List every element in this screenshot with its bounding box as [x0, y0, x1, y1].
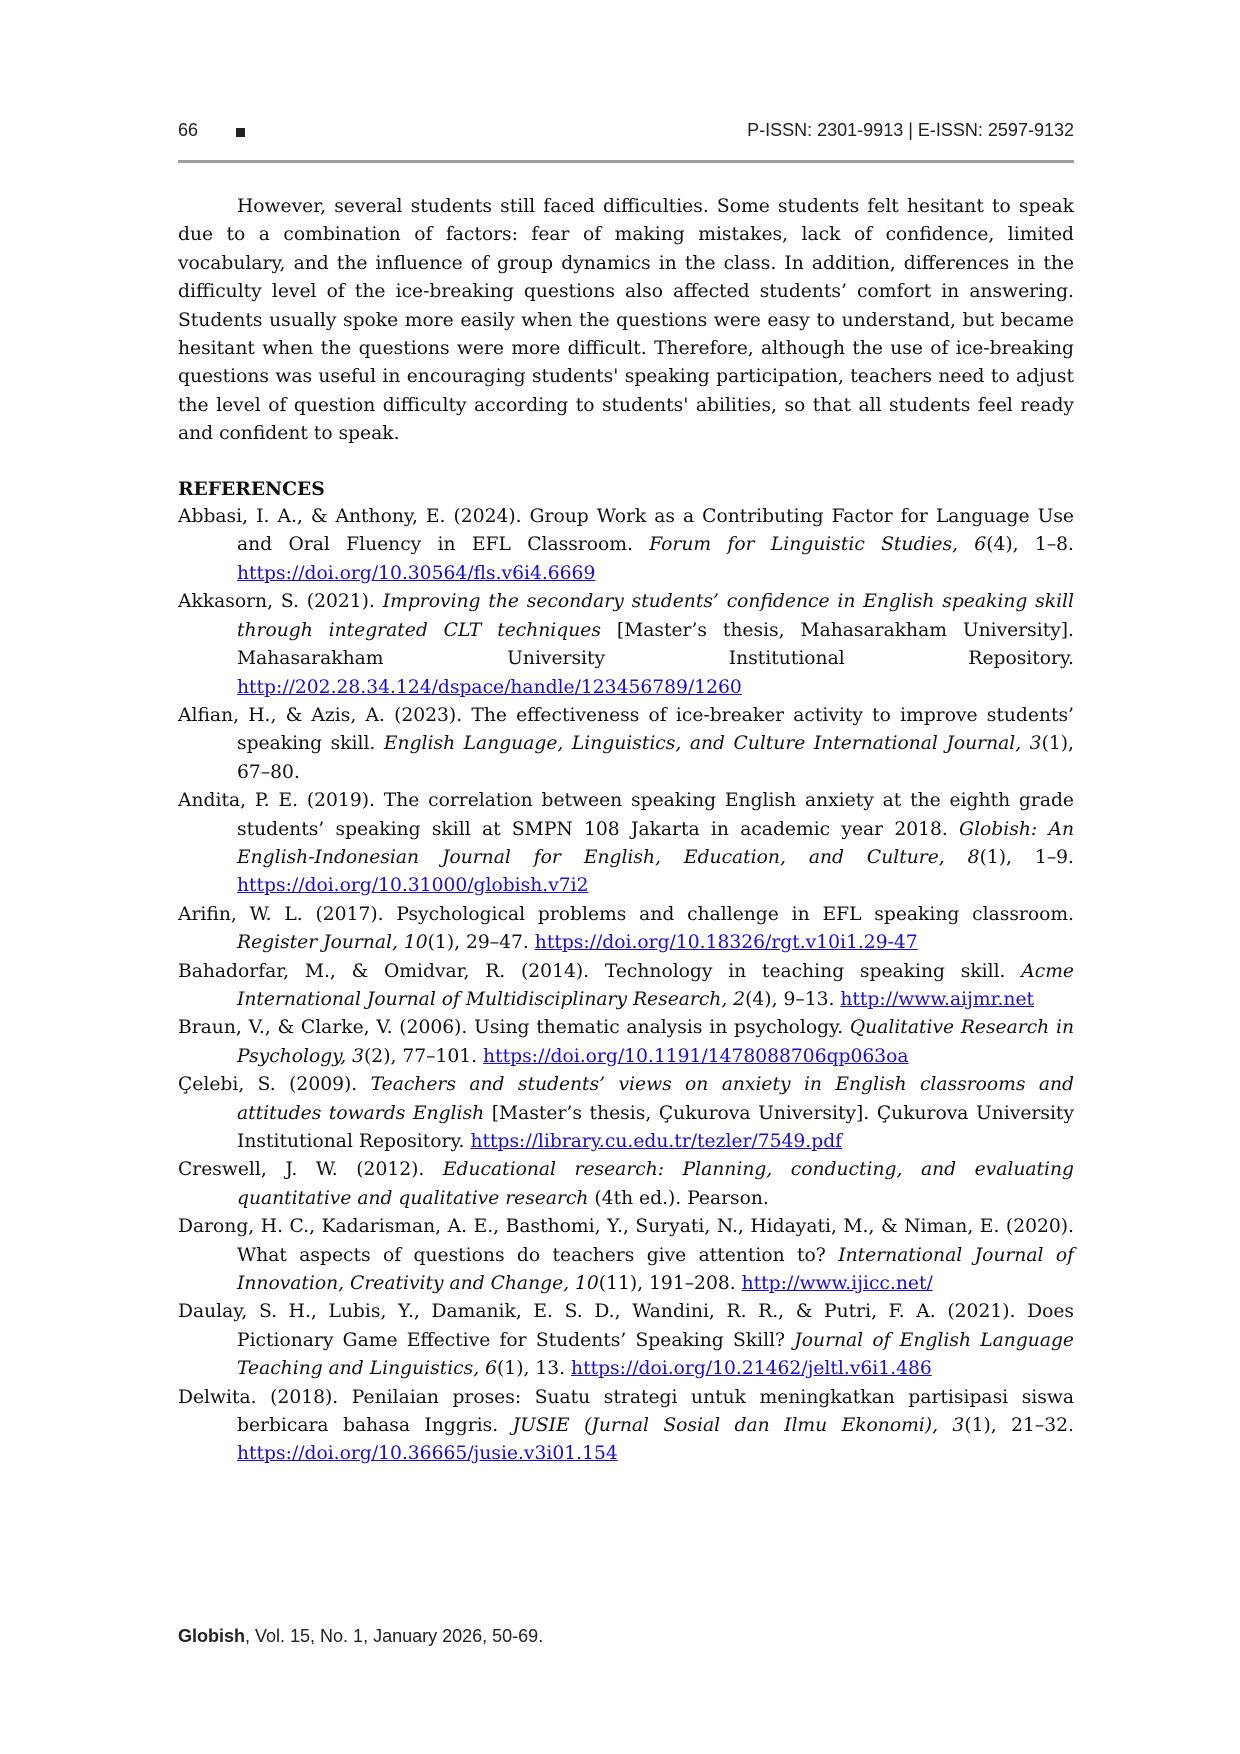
reference-item: Abbasi, I. A., & Anthony, E. (2024). Gro…: [178, 503, 1074, 588]
reference-item: Andita, P. E. (2019). The correlation be…: [178, 787, 1074, 901]
reference-details: [Master’s thesis, Çukurova University]. …: [237, 1102, 1075, 1152]
reference-details: (11), 191–208.: [598, 1273, 742, 1295]
footer-citation: , Vol. 15, No. 1, January 2026, 50-69.: [245, 1626, 544, 1646]
reference-text: Alfian, H., & Azis, A. (2023). The effec…: [178, 704, 1074, 755]
reference-link[interactable]: https://doi.org/10.36665/jusie.v3i01.154: [237, 1443, 618, 1465]
issn-label: P-ISSN: 2301-9913 | E-ISSN: 2597-9132: [747, 120, 1074, 140]
page-header: 66 P-ISSN: 2301-9913 | E-ISSN: 2597-9132: [178, 118, 1074, 148]
reference-details: (1), 29–47.: [427, 932, 535, 954]
page-number: 66: [178, 120, 199, 140]
reference-text: Creswell, J. W. (2012).: [178, 1159, 443, 1181]
reference-item: Creswell, J. W. (2012). Educational rese…: [178, 1156, 1074, 1213]
footer-journal-name: Globish: [178, 1626, 245, 1646]
reference-list: Abbasi, I. A., & Anthony, E. (2024). Gro…: [178, 503, 1074, 1469]
reference-text: Çelebi, S. (2009).: [178, 1074, 371, 1096]
reference-item: Arifin, W. L. (2017). Psychological prob…: [178, 901, 1074, 958]
reference-source: Qualitative Research in Psychology, 3: [237, 1017, 1074, 1067]
reference-text: Abbasi, I. A., & Anthony, E. (2024). Gro…: [178, 506, 1074, 556]
reference-details: (4), 1–8.: [986, 534, 1074, 556]
reference-details: (4), 9–13.: [745, 988, 841, 1010]
body-paragraph: However, several students still faced di…: [178, 196, 1074, 445]
reference-source: English Language, Linguistics, and Cultu…: [383, 733, 1042, 755]
reference-link[interactable]: https://doi.org/10.1191/1478088706qp063o…: [483, 1045, 909, 1067]
reference-details: (1), 67–80.: [237, 733, 1074, 783]
reference-link[interactable]: https://library.cu.edu.tr/tezler/7549.pd…: [470, 1131, 843, 1152]
reference-item: Braun, V., & Clarke, V. (2006). Using th…: [178, 1014, 1074, 1071]
reference-source: Register Journal, 10: [237, 932, 428, 954]
page-body: However, several students still faced di…: [178, 193, 1074, 1469]
reference-details: [Master’s thesis, Mahasarakham Universit…: [237, 619, 1074, 670]
header-bullet-icon: [236, 128, 245, 137]
reference-details: (1), 21–32.: [964, 1415, 1074, 1437]
reference-source: Teachers and students’ views on anxiety …: [237, 1074, 1075, 1124]
reference-item: Bahadorfar, M., & Omidvar, R. (2014). Te…: [178, 958, 1074, 1015]
reference-item: Alfian, H., & Azis, A. (2023). The effec…: [178, 702, 1074, 787]
page-footer: Globish, Vol. 15, No. 1, January 2026, 5…: [178, 1626, 543, 1647]
reference-text: Bahadorfar, M., & Omidvar, R. (2014). Te…: [178, 960, 1022, 982]
reference-source: Journal of English Language Teaching and…: [237, 1329, 1074, 1380]
reference-link[interactable]: https://doi.org/10.30564/fls.v6i4.6669: [237, 562, 596, 584]
reference-item: Daulay, S. H., Lubis, Y., Damanik, E. S.…: [178, 1298, 1074, 1383]
reference-source: Improving the secondary students’ confid…: [237, 591, 1074, 641]
reference-text: Daulay, S. H., Lubis, Y., Damanik, E. S.…: [178, 1301, 1074, 1351]
reference-text: Arifin, W. L. (2017). Psychological prob…: [178, 903, 1074, 925]
reference-item: Çelebi, S. (2009). Teachers and students…: [178, 1071, 1074, 1156]
reference-link[interactable]: https://doi.org/10.21462/jeltl.v6i1.486: [571, 1358, 932, 1380]
reference-item: Darong, H. C., Kadarisman, A. E., Bastho…: [178, 1213, 1074, 1298]
reference-details: (1), 13.: [497, 1358, 572, 1380]
reference-item: Delwita. (2018). Penilaian proses: Suatu…: [178, 1384, 1074, 1469]
reference-source: Globish: An English-Indonesian Journal f…: [237, 818, 1074, 868]
reference-source: Forum for Linguistic Studies, 6: [649, 534, 987, 556]
reference-source: Educational research: Planning, conducti…: [237, 1159, 1074, 1209]
reference-source: International Journal of Innovation, Cre…: [237, 1244, 1074, 1295]
reference-link[interactable]: http://www.aijmr.net: [840, 988, 1035, 1010]
references-heading: REFERENCES: [178, 477, 325, 500]
reference-text: Darong, H. C., Kadarisman, A. E., Bastho…: [178, 1216, 1074, 1266]
reference-link[interactable]: https://doi.org/10.31000/globish.v7i2: [237, 875, 589, 897]
reference-text: Braun, V., & Clarke, V. (2006). Using th…: [178, 1017, 850, 1039]
reference-details: (1), 1–9.: [979, 846, 1074, 868]
header-rule: [178, 160, 1074, 163]
reference-text: Andita, P. E. (2019). The correlation be…: [178, 790, 1074, 840]
reference-details: (2), 77–101.: [364, 1045, 484, 1067]
reference-link[interactable]: http://www.ijicc.net/: [741, 1273, 933, 1295]
reference-source: Acme International Journal of Multidisci…: [237, 960, 1074, 1010]
reference-text: Delwita. (2018). Penilaian proses: Suatu…: [178, 1386, 1074, 1437]
reference-link[interactable]: http://202.28.34.124/dspace/handle/12345…: [237, 676, 742, 698]
reference-source: JUSIE (Jurnal Sosial dan Ilmu Ekonomi), …: [512, 1415, 965, 1437]
reference-details: (4th ed.). Pearson.: [588, 1187, 769, 1209]
reference-link[interactable]: https://doi.org/10.18326/rgt.v10i1.29-47: [534, 932, 918, 954]
reference-text: Akkasorn, S. (2021).: [178, 591, 383, 613]
reference-item: Akkasorn, S. (2021). Improving the secon…: [178, 588, 1074, 702]
